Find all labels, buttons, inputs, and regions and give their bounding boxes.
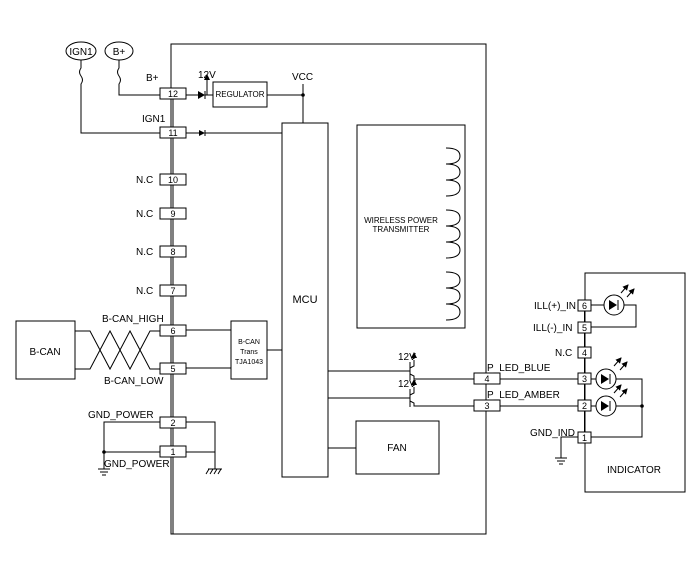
bcan-internal-wires <box>186 329 282 369</box>
diode-12 <box>198 91 205 99</box>
pin-12: 12 <box>159 87 187 100</box>
svg-text:5: 5 <box>582 323 587 333</box>
bcan-bus-label: B-CAN <box>29 347 60 358</box>
ign1-fuse-wire <box>79 60 171 134</box>
svg-text:9: 9 <box>170 209 175 219</box>
blue-led <box>591 357 643 433</box>
indicator-pin-5: 5 <box>577 321 592 334</box>
indicator-box <box>584 272 686 493</box>
bcan-trans-line3: TJA1043 <box>235 359 263 366</box>
svg-text:3: 3 <box>484 401 489 411</box>
p-led-amber-label: P_LED_AMBER <box>487 390 560 401</box>
svg-text:1: 1 <box>582 433 587 443</box>
indicator-pin-3: 3 <box>577 372 592 385</box>
svg-text:7: 7 <box>170 286 175 296</box>
gnd-power-label-bottom: GND_POWER <box>104 459 170 470</box>
pin-8: 8 N.C <box>136 245 187 258</box>
pin-10: 10 N.C <box>136 173 187 186</box>
led-pin-4: 4 <box>473 372 501 385</box>
pin-9: 9 N.C <box>136 207 187 220</box>
svg-text:5: 5 <box>170 364 175 374</box>
bcan-high-label: B-CAN_HIGH <box>102 314 164 325</box>
gnd-ind-label: GND_IND <box>530 428 575 439</box>
indicator-pin-1: 1 <box>577 431 592 444</box>
led-output-wires <box>500 378 578 407</box>
indicator-nc-label: N.C <box>555 348 572 359</box>
bplus-source-label: B+ <box>113 47 126 58</box>
gnd-ind-wire <box>560 436 578 458</box>
bplus-fuse-wire <box>117 60 171 96</box>
bplus-source: B+ <box>104 41 134 61</box>
illumination-led <box>591 284 637 328</box>
bcan-trans-line2: Trans <box>240 349 258 356</box>
amber-led <box>591 384 642 417</box>
svg-text:6: 6 <box>582 301 587 311</box>
v12-blue-label: 12V <box>398 352 416 363</box>
led-common-return <box>591 433 643 438</box>
svg-text:3: 3 <box>582 374 587 384</box>
chassis-ground-symbol <box>205 452 222 475</box>
amber-driver <box>328 387 474 407</box>
svg-text:4: 4 <box>582 348 587 358</box>
pin-11: 11 <box>159 126 187 139</box>
pin-5: 5 <box>159 362 187 375</box>
pin-9-label: N.C <box>136 209 153 220</box>
v12-regulator-label: 12V <box>198 70 216 81</box>
svg-text:8: 8 <box>170 247 175 257</box>
mcu-block <box>281 122 329 478</box>
bcan-trans-line1: B-CAN <box>238 339 260 346</box>
svg-text:2: 2 <box>582 401 587 411</box>
gnd-power-label-top: GND_POWER <box>88 410 154 421</box>
bcan-low-label: B-CAN_LOW <box>104 376 164 387</box>
v12-amber-label: 12V <box>398 379 416 390</box>
wpt-label-line1: WIRELESS POWER <box>364 216 438 225</box>
ground-symbol-indicator <box>555 457 567 465</box>
blue-driver <box>328 360 474 380</box>
ign1-source: IGN1 <box>65 41 97 61</box>
coil-middle <box>445 209 461 259</box>
coil-bottom <box>445 271 461 321</box>
pin-1: 1 <box>159 445 187 458</box>
ign1-source-label: IGN1 <box>69 47 93 58</box>
vcc-label: VCC <box>292 72 313 83</box>
pin-7-label: N.C <box>136 286 153 297</box>
svg-text:2: 2 <box>170 418 175 428</box>
led-pin-3: 3 <box>473 399 501 412</box>
fan-label: FAN <box>387 443 406 454</box>
p-led-blue-label: P_LED_BLUE <box>487 363 551 374</box>
pin-7: 7 N.C <box>136 284 187 297</box>
ign1-net-label: IGN1 <box>142 114 166 125</box>
fan-block <box>355 420 440 475</box>
svg-text:11: 11 <box>168 128 177 138</box>
diode-11 <box>199 130 205 136</box>
pin-2: 2 <box>159 416 187 429</box>
bplus-net-label: B+ <box>146 73 159 84</box>
svg-text:6: 6 <box>170 326 175 336</box>
ground-symbol-left <box>98 468 110 476</box>
bcan-twisted-wire-b <box>75 329 160 371</box>
mcu-label: MCU <box>292 294 317 306</box>
svg-text:10: 10 <box>168 175 178 185</box>
wpt-label-line2: TRANSMITTER <box>373 225 430 234</box>
bcan-transceiver-block <box>230 320 268 380</box>
indicator-pin-4: 4 <box>577 346 592 359</box>
bcan-bus-box <box>15 320 76 380</box>
regulator-label: REGULATOR <box>215 90 264 99</box>
pin-6: 6 <box>159 324 187 337</box>
indicator-pin-2: 2 <box>577 399 592 412</box>
svg-text:1: 1 <box>170 447 175 457</box>
svg-text:12: 12 <box>168 89 178 99</box>
indicator-pin-6: 6 <box>577 299 592 312</box>
pin-10-label: N.C <box>136 175 153 186</box>
pin-8-label: N.C <box>136 247 153 258</box>
coil-top <box>445 147 461 197</box>
ill-plus-label: ILL(+)_IN <box>534 301 576 312</box>
svg-text:4: 4 <box>484 374 489 384</box>
indicator-title: INDICATOR <box>607 465 661 476</box>
ill-minus-label: ILL(-)_IN <box>533 323 572 334</box>
